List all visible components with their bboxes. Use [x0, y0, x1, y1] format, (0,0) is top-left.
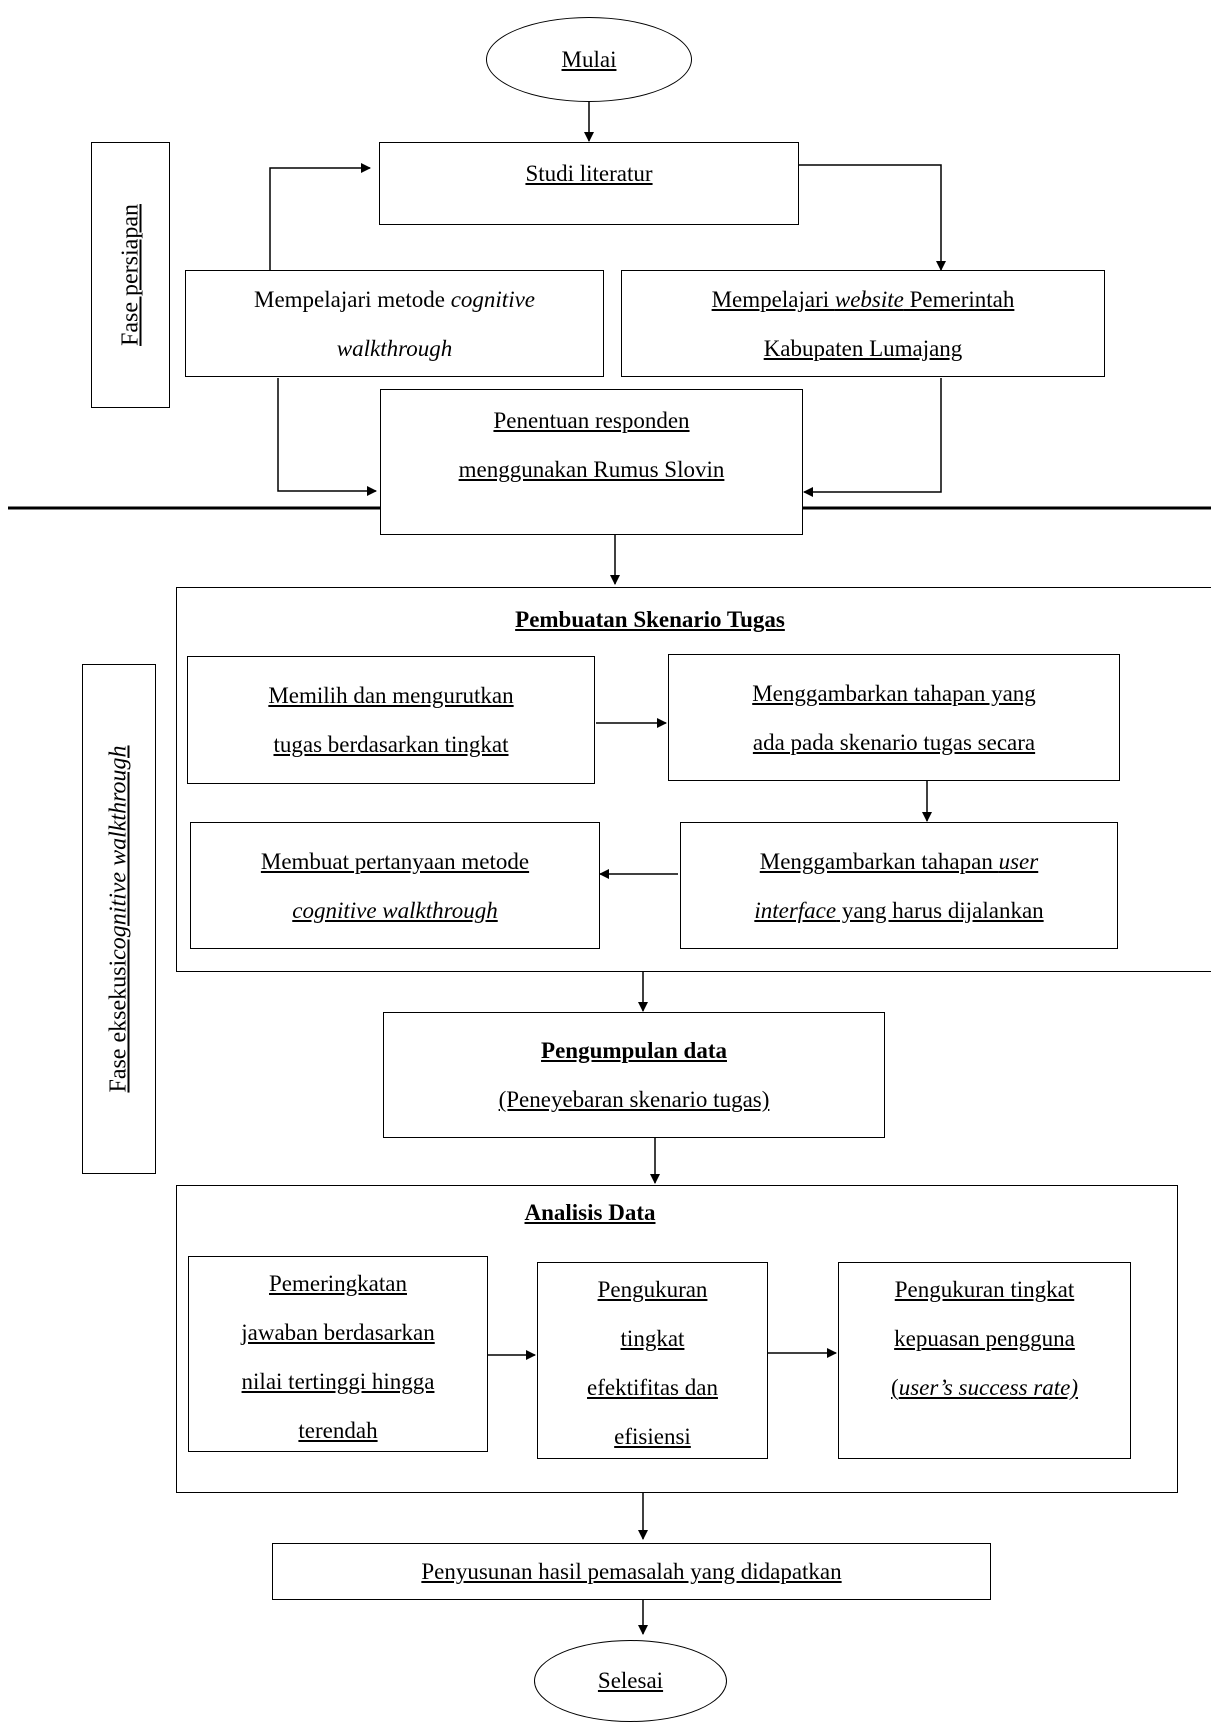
- ui-text-c: interface: [754, 897, 837, 923]
- pertanyaan-line-1: Membuat pertanyaan metode: [260, 848, 530, 874]
- menggambarkan-ui-box: Menggambarkan tahapan user interface yan…: [680, 822, 1118, 949]
- website-text-c: Pemerintah: [903, 286, 1015, 312]
- peringkat-line-1: Pemeringkatan: [269, 1271, 407, 1296]
- phase-eksekusi-text: Fase eksekusicognitive walkthrough: [106, 745, 133, 1092]
- mempelajari-metode-box: Mempelajari metode cognitive walkthrough: [185, 270, 604, 377]
- skenario-title: Pembuatan Skenario Tugas: [515, 607, 785, 632]
- phase-persiapan-text: Fase persiapan: [117, 204, 143, 346]
- efektif-line-1: Pengukuran: [597, 1277, 708, 1302]
- penentuan-responden-box: Penentuan responden menggunakan Rumus Sl…: [380, 389, 803, 535]
- pengukuran-kepuasan-box: Pengukuran tingkat kepuasan pengguna (us…: [838, 1262, 1131, 1459]
- kepuasan-text-3b: user’s success rate): [898, 1375, 1078, 1400]
- analisis-group: [176, 1185, 1178, 1493]
- phase-eksekusi-prefix: Fase eksekusi: [105, 959, 132, 1093]
- website-line-1: Mempelajari website Pemerintah: [712, 275, 1015, 324]
- menggambar-line-1: Menggambarkan tahapan yang: [752, 680, 1036, 706]
- efektif-line-4: efisiensi: [614, 1424, 691, 1449]
- ui-text-b: user: [998, 848, 1039, 874]
- analisis-title: Analisis Data: [524, 1200, 656, 1225]
- ui-text-d: yang harus dijalankan: [836, 897, 1044, 923]
- ui-text-a: Menggambarkan tahapan: [759, 848, 999, 874]
- start-terminal: Mulai: [486, 17, 692, 102]
- pengumpulan-title: Pengumpulan data: [541, 1038, 727, 1063]
- phase-eksekusi-italic: cognitive walkthrough: [105, 745, 132, 960]
- peringkat-line-4: terendah: [298, 1418, 378, 1443]
- kepuasan-line-1: Pengukuran tingkat: [894, 1277, 1075, 1302]
- pertanyaan-line-2: cognitive walkthrough: [292, 897, 498, 923]
- membuat-pertanyaan-box: Membuat pertanyaan metode cognitive walk…: [190, 822, 600, 949]
- end-terminal: Selesai: [534, 1640, 727, 1722]
- penyusunan-label: Penyusunan hasil pemasalah yang didapatk…: [421, 1559, 842, 1584]
- peringkat-line-3: nilai tertinggi hingga: [241, 1369, 435, 1394]
- metode-text-a: Mempelajari metode: [254, 286, 451, 312]
- efektif-line-2: tingkat: [620, 1326, 685, 1351]
- website-text-b: website: [834, 286, 904, 312]
- mempelajari-website-box: Mempelajari website Pemerintah Kabupaten…: [621, 270, 1105, 377]
- end-label: Selesai: [597, 1668, 664, 1693]
- memilih-line-1: Memilih dan mengurutkan: [268, 683, 514, 708]
- responden-line-2: menggunakan Rumus Slovin: [458, 457, 725, 482]
- phase-label-persiapan: Fase persiapan: [91, 142, 170, 408]
- metode-line-1: Mempelajari metode cognitive: [254, 275, 535, 324]
- menggambar-line-2: ada pada skenario tugas secara: [752, 729, 1036, 755]
- phase-label-eksekusi: Fase eksekusicognitive walkthrough: [82, 664, 156, 1174]
- pengukuran-efektifitas-box: Pengukuran tingkat efektifitas dan efisi…: [537, 1262, 768, 1459]
- memilih-line-2: tugas berdasarkan tingkat: [273, 732, 509, 757]
- memilih-tugas-box: Memilih dan mengurutkan tugas berdasarka…: [187, 656, 595, 784]
- metode-text-b: cognitive: [450, 286, 535, 312]
- metode-line-2: walkthrough: [336, 335, 453, 361]
- kepuasan-line-3: (user’s success rate): [891, 1363, 1078, 1412]
- pengumpulan-subtitle: (Peneyebaran skenario tugas): [498, 1087, 770, 1112]
- pengumpulan-data-box: Pengumpulan data (Peneyebaran skenario t…: [383, 1012, 885, 1138]
- website-line-2: Kabupaten Lumajang: [763, 335, 963, 361]
- skenario-group: [176, 587, 1211, 972]
- efektif-line-3: efektifitas dan: [587, 1375, 718, 1400]
- kepuasan-line-2: kepuasan pengguna: [894, 1326, 1075, 1351]
- studi-literatur-box: Studi literatur: [379, 142, 799, 225]
- studi-literatur-label: Studi literatur: [525, 161, 653, 186]
- ui-line-1: Menggambarkan tahapan user: [760, 837, 1038, 886]
- menggambarkan-tahapan-box: Menggambarkan tahapan yang ada pada sken…: [668, 654, 1120, 781]
- responden-line-1: Penentuan responden: [493, 408, 690, 433]
- pemeringkatan-box: Pemeringkatan jawaban berdasarkan nilai …: [188, 1256, 488, 1452]
- website-text-a: Mempelajari: [711, 286, 835, 312]
- start-label: Mulai: [561, 46, 617, 72]
- ui-line-2: interface yang harus dijalankan: [754, 886, 1043, 935]
- peringkat-line-2: jawaban berdasarkan: [241, 1320, 435, 1345]
- kepuasan-text-3a: (: [891, 1375, 899, 1400]
- penyusunan-hasil-box: Penyusunan hasil pemasalah yang didapatk…: [272, 1543, 991, 1600]
